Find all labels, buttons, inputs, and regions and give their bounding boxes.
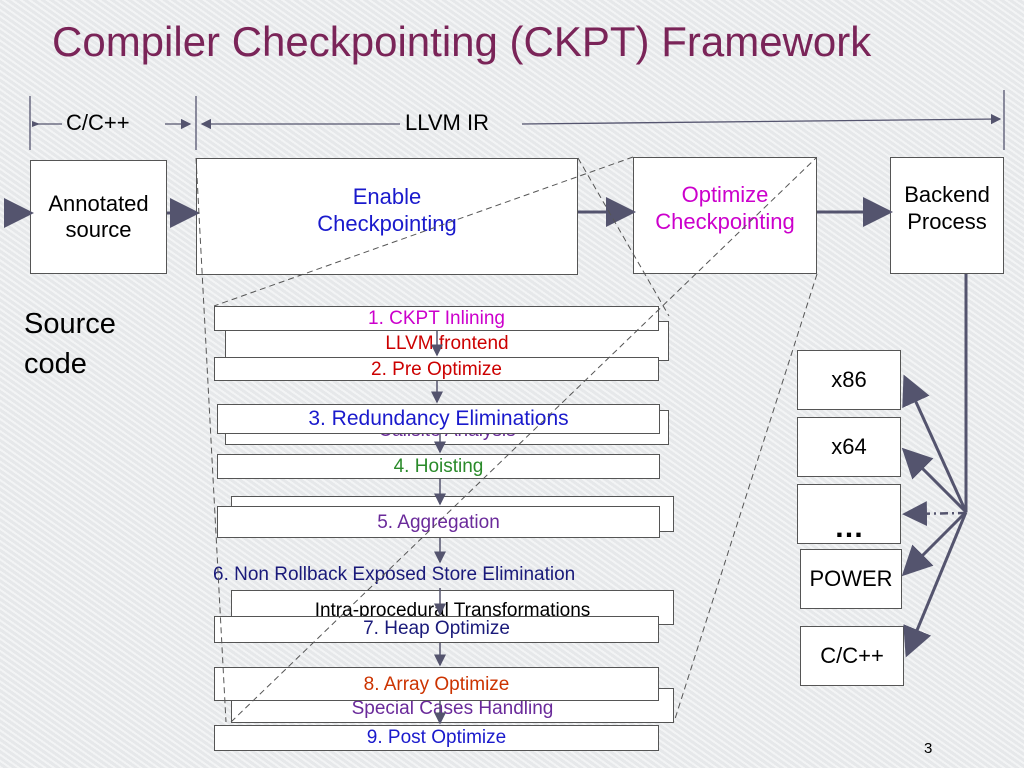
optimize-checkpointing-box: Optimize Checkpointing	[633, 157, 817, 274]
slide-title: Compiler Checkpointing (CKPT) Framework	[52, 18, 872, 65]
step-label: 4. Hoisting	[393, 456, 484, 477]
enable-checkpointing-box: Enable Checkpointing	[196, 158, 578, 275]
platform-cpp: C/C++	[800, 626, 904, 686]
platform-ellipsis: …	[797, 484, 901, 544]
backend-process-label: Backend Process	[904, 182, 990, 234]
step-heap-optimize: 7. Heap Optimize	[214, 616, 659, 643]
step-label: 7. Heap Optimize	[363, 618, 510, 639]
llvm-frontend-label: LLVM frontend	[385, 333, 509, 354]
annotated-source-box: Annotated source	[30, 160, 167, 274]
step-array-optimize: 8. Array Optimize	[214, 667, 659, 701]
flow-arrows	[4, 197, 893, 228]
step-post-optimize: 9. Post Optimize	[214, 725, 659, 751]
step-hoisting: 4. Hoisting	[217, 454, 660, 479]
slide-number: 3	[924, 740, 933, 757]
annotated-source-label: Annotated source	[48, 190, 149, 242]
step-pre-optimize: 2. Pre Optimize	[214, 357, 659, 381]
step-label: 6. Non Rollback Exposed Store Eliminatio…	[213, 564, 576, 585]
step-label: 8. Array Optimize	[363, 674, 510, 695]
enable-checkpointing-label: Enable Checkpointing	[317, 184, 457, 236]
zoom-dashed-lines	[195, 156, 818, 723]
step-connectors	[431, 331, 446, 725]
dashed-ellipsis-arrow	[902, 501, 967, 527]
platform-power: POWER	[800, 549, 902, 609]
step-label: 2. Pre Optimize	[371, 359, 502, 380]
platform-label: …	[834, 511, 864, 544]
platform-label: x86	[831, 367, 867, 392]
stage-label-cpp: C/C++	[66, 110, 130, 135]
platform-x86: x86	[797, 350, 901, 410]
special-cases-label: Special Cases Handling	[351, 698, 554, 719]
stage-label-llvm-ir: LLVM IR	[405, 110, 489, 135]
step-ckpt-inlining: 1. CKPT Inlining	[214, 306, 659, 331]
step-label: 1. CKPT Inlining	[368, 308, 505, 329]
step-redundancy-eliminations: 3. Redundancy Eliminations	[217, 404, 660, 434]
platform-label: x64	[831, 434, 867, 459]
platform-label: C/C++	[820, 643, 884, 668]
platform-label: POWER	[809, 566, 893, 591]
optimize-checkpointing-label: Optimize Checkpointing	[655, 182, 795, 234]
platform-x64: x64	[797, 417, 901, 477]
source-code-label: Source code	[24, 308, 116, 380]
step-label: 3. Redundancy Eliminations	[308, 407, 569, 430]
top-dimension-lines	[29, 90, 1005, 150]
step-non-rollback: 6. Non Rollback Exposed Store Eliminatio…	[213, 564, 575, 586]
step-aggregation: 5. Aggregation	[217, 506, 660, 538]
step-label: 5. Aggregation	[377, 512, 500, 533]
step-label: 9. Post Optimize	[366, 727, 507, 748]
backend-fanout	[901, 274, 968, 658]
backend-process-box: Backend Process	[890, 157, 1004, 274]
intra-procedural-label: Intra-procedural Transformations	[314, 600, 591, 621]
